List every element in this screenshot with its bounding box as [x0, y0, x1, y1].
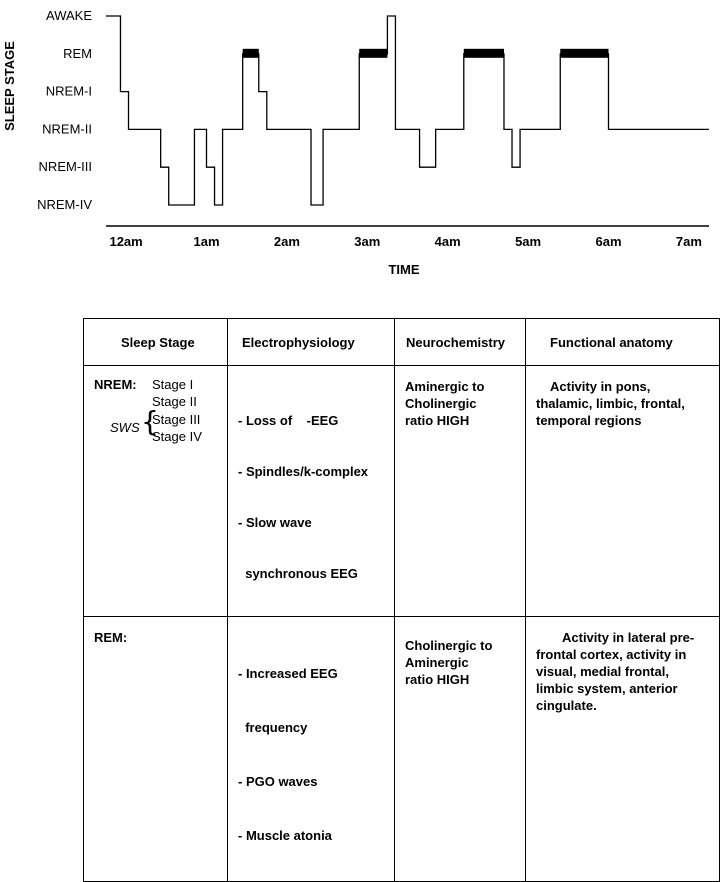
nrem-anatomy-cell: Activity in pons, thalamic, limbic, fron…: [525, 365, 720, 617]
x-tick-label: 5am: [515, 234, 541, 249]
rem-anatomy-line: limbic system, anterior: [536, 681, 678, 696]
x-tick-label: 7am: [676, 234, 702, 249]
header-electrophysiology: Electrophysiology: [227, 318, 395, 366]
nrem-neurochemistry-cell: Aminergic to Cholinergic ratio HIGH: [394, 365, 526, 617]
rem-electro-line: - PGO waves: [238, 774, 318, 789]
rem-neuro-line: ratio HIGH: [405, 672, 470, 687]
rem-neurochemistry-cell: Cholinergic to Aminergic ratio HIGH: [394, 616, 526, 882]
nrem-electro-line: synchronous EEG: [238, 566, 358, 581]
nrem-neuro-line: Cholinergic: [405, 396, 477, 411]
nrem-electro-line: - Slow wave: [238, 515, 312, 530]
rem-electrophysiology-cell: - Increased EEG frequency - PGO waves - …: [227, 616, 395, 882]
nrem-anatomy-line: thalamic, limbic, frontal,: [536, 396, 685, 411]
nrem-stage-1: Stage I: [152, 377, 194, 392]
rem-electro-line: - Muscle atonia: [238, 828, 332, 843]
rem-electro-line: frequency: [238, 720, 308, 735]
table-header-row: Sleep Stage Electrophysiology Neurochemi…: [83, 318, 720, 366]
nrem-stage-2: Stage II: [152, 394, 197, 409]
nrem-anatomy-line: temporal regions: [536, 413, 642, 428]
nrem-anatomy-line: Activity in pons,: [550, 379, 651, 394]
x-tick-label: 4am: [435, 234, 461, 249]
nrem-electro-line: - Spindles/k-complex: [238, 464, 369, 479]
rem-anatomy-line: cingulate.: [536, 698, 597, 713]
rem-label: REM:: [94, 630, 128, 645]
nrem-stage-cell: NREM: Stage I Stage II SWS { Stage III S…: [83, 365, 228, 617]
nrem-label: NREM:: [94, 377, 137, 392]
x-tick-label: 3am: [354, 234, 380, 249]
nrem-electro-line: - Loss of -EEG: [238, 413, 339, 428]
y-tick-label: AWAKE: [46, 8, 92, 23]
sleep-stage-table: Sleep Stage Electrophysiology Neurochemi…: [83, 318, 720, 882]
y-axis-tick-labels: AWAKE REM NREM-I NREM-II NREM-III NREM-IV: [37, 8, 92, 212]
nrem-neuro-line: ratio HIGH: [405, 413, 470, 428]
rem-neuro-line: Cholinergic to: [405, 638, 493, 653]
x-tick-label: 2am: [274, 234, 300, 249]
nrem-stage-4: Stage IV: [152, 429, 202, 444]
rem-period-bars: [242, 48, 609, 58]
hypnogram-chart: AWAKE REM NREM-I NREM-II NREM-III NREM-IV 12a…: [2, 8, 709, 277]
x-tick-label: 1am: [193, 234, 219, 249]
header-sleep-stage: Sleep Stage: [83, 318, 228, 366]
x-axis-tick-labels: 12am 1am 2am 3am 4am 5am 6am 7am: [109, 234, 701, 249]
rem-anatomy-line: Activity in lateral pre-: [562, 630, 695, 645]
rem-period-bar: [242, 48, 259, 58]
nrem-electrophysiology-cell: - Loss of -EEG - Spindles/k-complex - Sl…: [227, 365, 395, 617]
table-row-rem: REM: - Increased EEG frequency - PGO wav…: [83, 616, 720, 882]
y-tick-label: REM: [63, 46, 92, 61]
y-tick-label: NREM-I: [46, 84, 92, 99]
rem-electro-line: - Increased EEG: [238, 666, 338, 681]
nrem-neuro-line: Aminergic to: [405, 379, 485, 394]
rem-stage-cell: REM:: [83, 616, 228, 882]
sws-label: SWS: [110, 420, 140, 435]
x-axis-label: TIME: [388, 262, 419, 277]
table-row-nrem: NREM: Stage I Stage II SWS { Stage III S…: [83, 365, 720, 617]
hypnogram-line: [106, 15, 709, 206]
rem-period-bar: [463, 48, 504, 58]
x-tick-label: 12am: [109, 234, 142, 249]
rem-period-bar: [560, 48, 609, 58]
y-tick-label: NREM-IV: [37, 197, 92, 212]
x-tick-label: 6am: [595, 234, 621, 249]
rem-period-bar: [359, 48, 388, 58]
sws-brace: {: [141, 405, 159, 438]
rem-anatomy-line: frontal cortex, activity in: [536, 647, 687, 662]
header-functional-anatomy: Functional anatomy: [525, 318, 720, 366]
y-tick-label: NREM-III: [39, 159, 92, 174]
nrem-stage-3: Stage III: [152, 412, 201, 427]
header-neurochemistry: Neurochemistry: [394, 318, 526, 366]
y-tick-label: NREM-II: [42, 121, 92, 136]
rem-anatomy-cell: Activity in lateral pre- frontal cortex,…: [525, 616, 720, 882]
rem-neuro-line: Aminergic: [405, 655, 469, 670]
y-axis-label: SLEEP STAGE: [2, 41, 17, 131]
rem-anatomy-line: visual, medial frontal,: [536, 664, 669, 679]
